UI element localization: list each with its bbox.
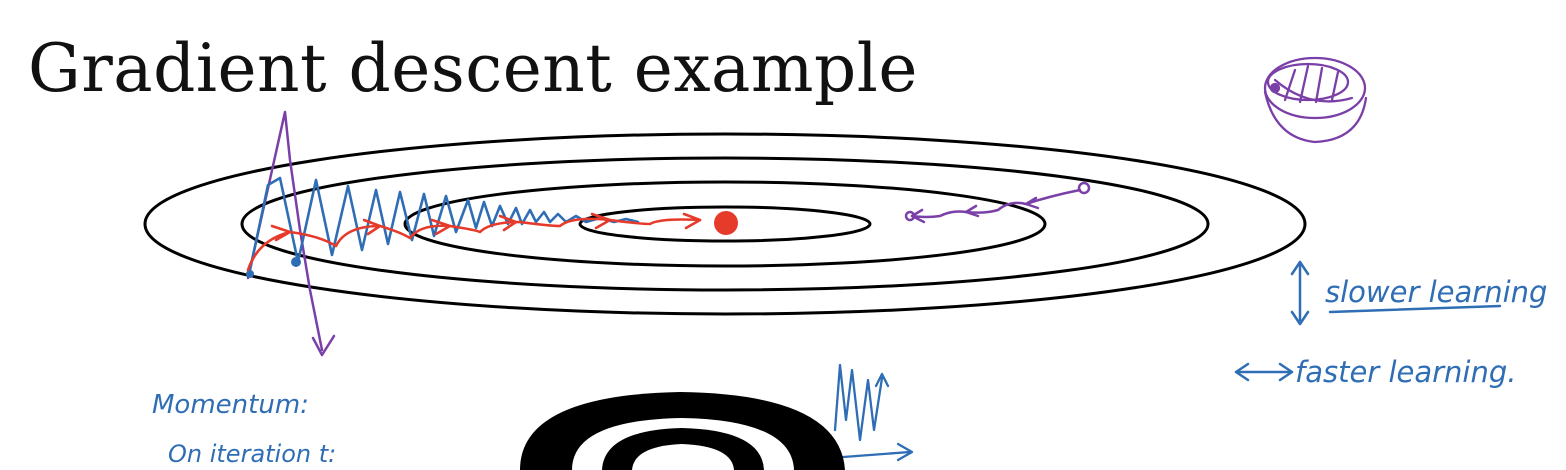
slower-learning-arrow-icon bbox=[1290, 260, 1502, 326]
slide-title: Gradient descent example bbox=[28, 30, 918, 107]
oscillation-start-point bbox=[291, 257, 301, 267]
path-start-point bbox=[246, 270, 254, 278]
bottom-bowl-graphic bbox=[520, 392, 845, 470]
contour-lines bbox=[143, 132, 1307, 316]
contour-inner bbox=[578, 205, 872, 243]
optimum-point bbox=[714, 211, 738, 235]
faster-learning-label: faster learning. bbox=[1295, 355, 1517, 389]
momentum-label: Momentum: bbox=[152, 390, 309, 420]
momentum-path bbox=[246, 212, 702, 272]
slower-learning-label: slower learning bbox=[1325, 275, 1548, 309]
purple-large-step bbox=[246, 110, 336, 357]
purple-right-steps bbox=[904, 181, 1091, 224]
iteration-label: On iteration t: bbox=[168, 440, 337, 468]
contour-second bbox=[240, 156, 1210, 292]
contour-outer bbox=[143, 132, 1307, 316]
faster-learning-arrow-icon bbox=[1234, 362, 1294, 382]
bowl-sketch-icon bbox=[1263, 56, 1368, 144]
small-oscillation-sketch bbox=[828, 363, 914, 462]
contour-third bbox=[403, 180, 1047, 268]
